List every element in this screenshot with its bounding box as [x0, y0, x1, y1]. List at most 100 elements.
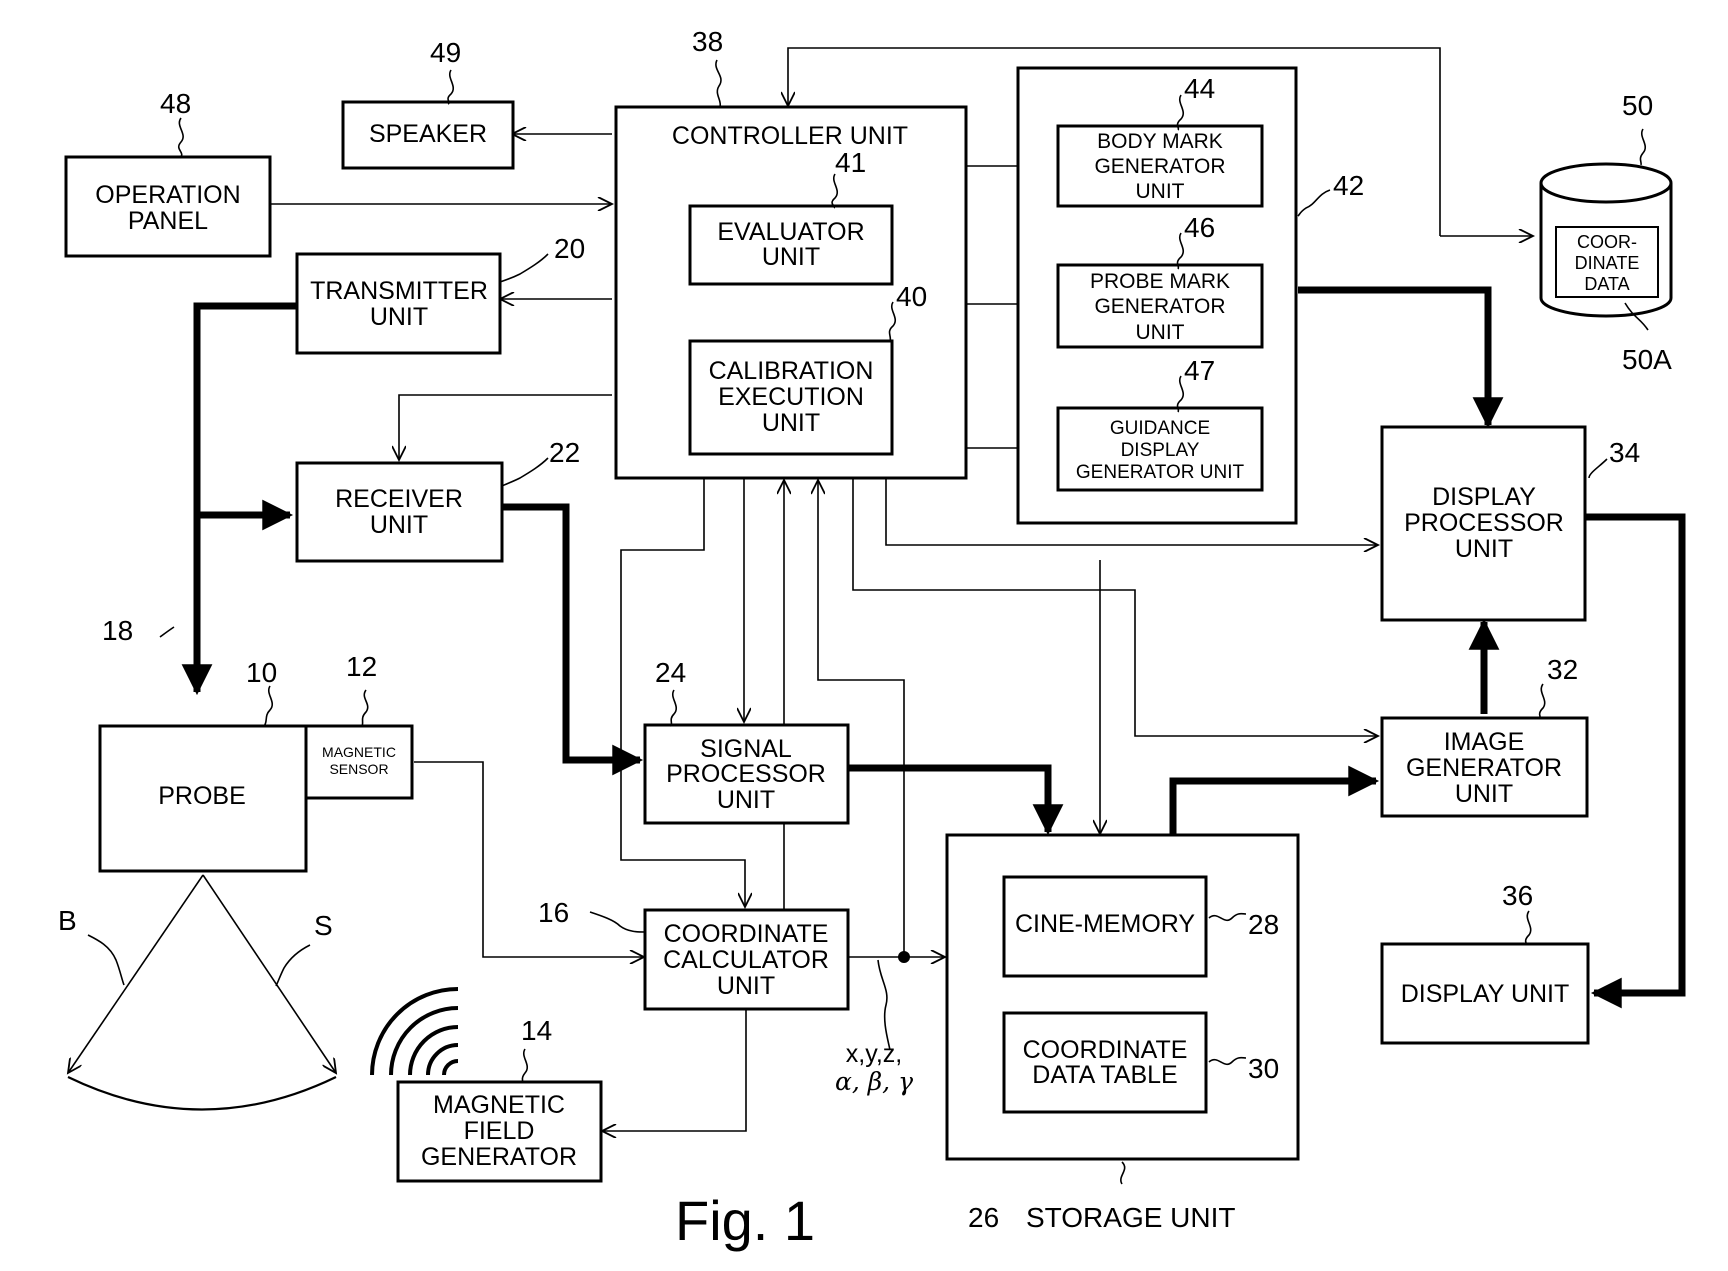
ref-number: 40	[896, 281, 927, 312]
ref-number: 34	[1609, 437, 1640, 468]
speaker-label: SPEAKER	[369, 120, 487, 148]
ref-number: 48	[160, 88, 191, 119]
transmitter-label: UNIT	[370, 303, 428, 331]
body-mark-label: UNIT	[1136, 180, 1185, 203]
guidance-display-generator-block: GUIDANCE DISPLAY GENERATOR UNIT	[1058, 408, 1262, 490]
receiver-label: RECEIVER	[335, 485, 463, 513]
beam-label: B	[58, 905, 77, 936]
scan-fan	[68, 875, 336, 1110]
body-mark-label: BODY MARK	[1097, 130, 1223, 153]
body-mark-label: GENERATOR	[1094, 155, 1225, 178]
ref-number: 47	[1184, 355, 1215, 386]
image-generator-label: UNIT	[1455, 780, 1513, 808]
coordinate-calculator-label: COORDINATE	[664, 920, 829, 948]
ref-number: 50A	[1622, 344, 1672, 375]
coordinate-output-label: x,y,z,	[846, 1040, 902, 1068]
probe-block: PROBE	[100, 726, 306, 871]
display-processor-unit-block: DISPLAY PROCESSOR UNIT	[1382, 427, 1585, 620]
image-generator-label: GENERATOR	[1406, 754, 1562, 782]
ref-number: 30	[1248, 1053, 1279, 1084]
operation-panel-block: OPERATION PANEL	[66, 157, 270, 256]
ref-number: 42	[1333, 170, 1364, 201]
ref-number: 18	[102, 615, 133, 646]
coordinate-calculator-unit-block: COORDINATE CALCULATOR UNIT	[645, 910, 848, 1009]
magnetic-field-generator-label: GENERATOR	[421, 1143, 577, 1171]
ref-number: 46	[1184, 212, 1215, 243]
evaluator-unit-label: UNIT	[762, 243, 820, 271]
signal-processor-label: PROCESSOR	[666, 760, 826, 788]
magnetic-wave-icon	[372, 989, 458, 1075]
speaker-block: SPEAKER	[343, 102, 513, 168]
transmitter-unit-block: TRANSMITTER UNIT	[297, 254, 500, 353]
magnetic-field-generator-block: MAGNETIC FIELD GENERATOR	[398, 1082, 601, 1181]
signal-processor-unit-block: SIGNAL PROCESSOR UNIT	[645, 725, 848, 823]
scan-label: S	[314, 910, 333, 941]
probe-mark-label: UNIT	[1136, 321, 1185, 344]
calibration-unit-label: CALIBRATION	[709, 357, 874, 385]
calibration-unit-label: EXECUTION	[718, 383, 864, 411]
body-mark-generator-block: BODY MARK GENERATOR UNIT	[1058, 126, 1262, 206]
cine-memory-label: CINE-MEMORY	[1015, 910, 1195, 938]
guidance-label: GUIDANCE	[1110, 418, 1210, 439]
coordinate-data-table-label: COORDINATE	[1023, 1036, 1188, 1064]
ref-number: 41	[835, 147, 866, 178]
probe-mark-label: PROBE MARK	[1090, 270, 1230, 293]
operation-panel-label: PANEL	[128, 207, 208, 235]
calibration-execution-unit-block: CALIBRATION EXECUTION UNIT	[690, 341, 892, 454]
ref-number: 50	[1622, 90, 1653, 121]
probe-label: PROBE	[158, 782, 246, 810]
ref-number: 49	[430, 37, 461, 68]
coordinate-output-label: α, β, γ	[835, 1067, 913, 1096]
cine-memory-block: CINE-MEMORY	[1004, 877, 1206, 976]
ref-number: 22	[549, 437, 580, 468]
magnetic-field-generator-label: FIELD	[464, 1117, 535, 1145]
coordinate-data-label: DATA	[1584, 274, 1629, 294]
evaluator-unit-block: EVALUATOR UNIT	[690, 206, 892, 284]
coordinate-calculator-label: CALCULATOR	[663, 946, 829, 974]
display-processor-label: DISPLAY	[1432, 483, 1536, 511]
display-processor-label: PROCESSOR	[1404, 509, 1564, 537]
ref-number: 16	[538, 897, 569, 928]
coordinate-data-label: COOR-	[1577, 232, 1637, 252]
ref-number: 20	[554, 233, 585, 264]
ref-number: 24	[655, 657, 686, 688]
magnetic-field-generator-label: MAGNETIC	[433, 1091, 565, 1119]
ref-number: 32	[1547, 654, 1578, 685]
probe-mark-generator-block: PROBE MARK GENERATOR UNIT	[1058, 265, 1262, 347]
evaluator-unit-label: EVALUATOR	[717, 218, 864, 246]
ref-number: 36	[1502, 880, 1533, 911]
image-generator-label: IMAGE	[1444, 728, 1525, 756]
coordinate-calculator-label: UNIT	[717, 972, 775, 1000]
coordinate-data-table-label: DATA TABLE	[1032, 1061, 1177, 1089]
display-processor-label: UNIT	[1455, 535, 1513, 563]
guidance-label: GENERATOR UNIT	[1076, 462, 1245, 483]
image-generator-unit-block: IMAGE GENERATOR UNIT	[1382, 718, 1587, 816]
calibration-unit-label: UNIT	[762, 409, 820, 437]
probe-mark-label: GENERATOR	[1094, 295, 1225, 318]
display-unit-block: DISPLAY UNIT	[1382, 944, 1588, 1043]
coordinate-data-table-block: COORDINATE DATA TABLE	[1004, 1013, 1206, 1112]
signal-processor-label: SIGNAL	[700, 735, 792, 763]
controller-unit-label: CONTROLLER UNIT	[672, 122, 908, 150]
ref-number: 44	[1184, 73, 1215, 104]
display-unit-label: DISPLAY UNIT	[1401, 980, 1570, 1008]
ref-number: 28	[1248, 909, 1279, 940]
magnetic-sensor-block: MAGNETIC SENSOR	[306, 726, 412, 798]
guidance-label: DISPLAY	[1121, 440, 1200, 461]
magnetic-sensor-label: SENSOR	[329, 761, 388, 777]
signal-processor-label: UNIT	[717, 786, 775, 814]
receiver-unit-block: RECEIVER UNIT	[297, 463, 502, 561]
junction-dot	[898, 951, 910, 963]
ref-number: 38	[692, 26, 723, 57]
ref-number: 26	[968, 1202, 999, 1233]
coordinate-data-label: DINATE	[1575, 253, 1640, 273]
ref-number: 12	[346, 651, 377, 682]
ref-number: 10	[246, 657, 277, 688]
transmitter-label: TRANSMITTER	[310, 277, 488, 305]
magnetic-sensor-label: MAGNETIC	[322, 744, 396, 760]
storage-unit-label: STORAGE UNIT	[1026, 1202, 1236, 1233]
ref-number: 14	[521, 1015, 552, 1046]
receiver-label: UNIT	[370, 511, 428, 539]
operation-panel-label: OPERATION	[95, 181, 240, 209]
